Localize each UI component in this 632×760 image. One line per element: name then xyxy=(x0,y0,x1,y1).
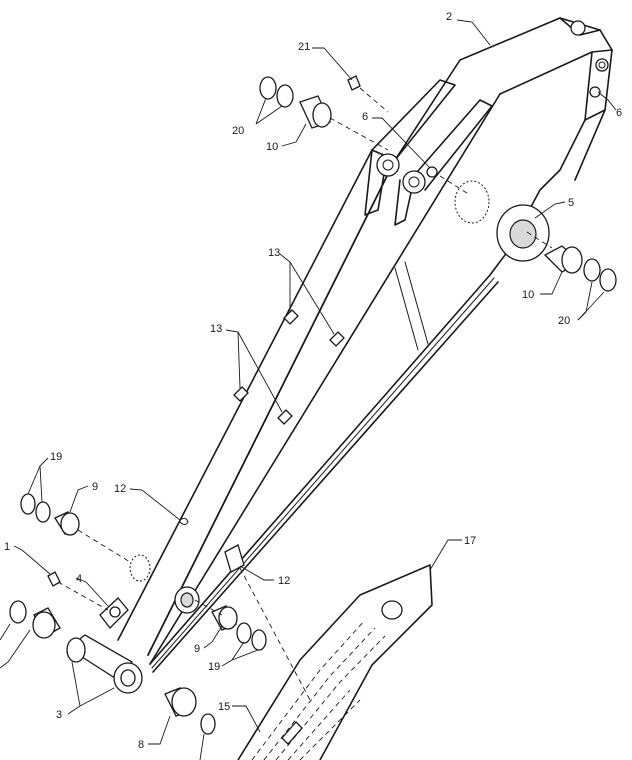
lug-brackets xyxy=(364,79,493,226)
callout-5: 5 xyxy=(568,197,574,209)
centre-lines xyxy=(57,87,553,701)
callout-15: 15 xyxy=(218,701,230,713)
callout-3: 3 xyxy=(56,709,62,721)
callout-6: 6 xyxy=(616,107,622,119)
callout-20: 20 xyxy=(558,315,570,327)
wear-pads xyxy=(233,309,345,425)
callout-13: 13 xyxy=(210,323,222,335)
loose-parts xyxy=(9,75,617,735)
callout-17: 17 xyxy=(464,535,476,547)
callout-1: 1 xyxy=(4,541,10,553)
arm-body xyxy=(117,17,613,673)
callout-9: 9 xyxy=(92,481,98,493)
leader-lines xyxy=(0,19,617,760)
callout-19: 19 xyxy=(208,661,220,673)
callout-4: 4 xyxy=(76,573,82,585)
callout-20: 20 xyxy=(232,125,244,137)
protection-plate xyxy=(237,564,433,760)
callout-10: 10 xyxy=(266,141,278,153)
rear-boss xyxy=(496,86,601,262)
callout-19: 19 xyxy=(50,451,62,463)
callout-12: 12 xyxy=(278,575,290,587)
callout-9: 9 xyxy=(194,643,200,655)
callout-21: 21 xyxy=(298,41,310,53)
callout-10: 10 xyxy=(522,289,534,301)
callout-12: 12 xyxy=(114,483,126,495)
callout-6: 6 xyxy=(362,111,368,123)
callout-labels: 2 21 20 10 6 6 5 10 20 13 13 19 9 12 1 4… xyxy=(4,11,622,751)
callout-2: 2 xyxy=(446,11,452,23)
callout-8: 8 xyxy=(138,739,144,751)
callout-13: 13 xyxy=(268,247,280,259)
lower-end xyxy=(66,517,245,694)
